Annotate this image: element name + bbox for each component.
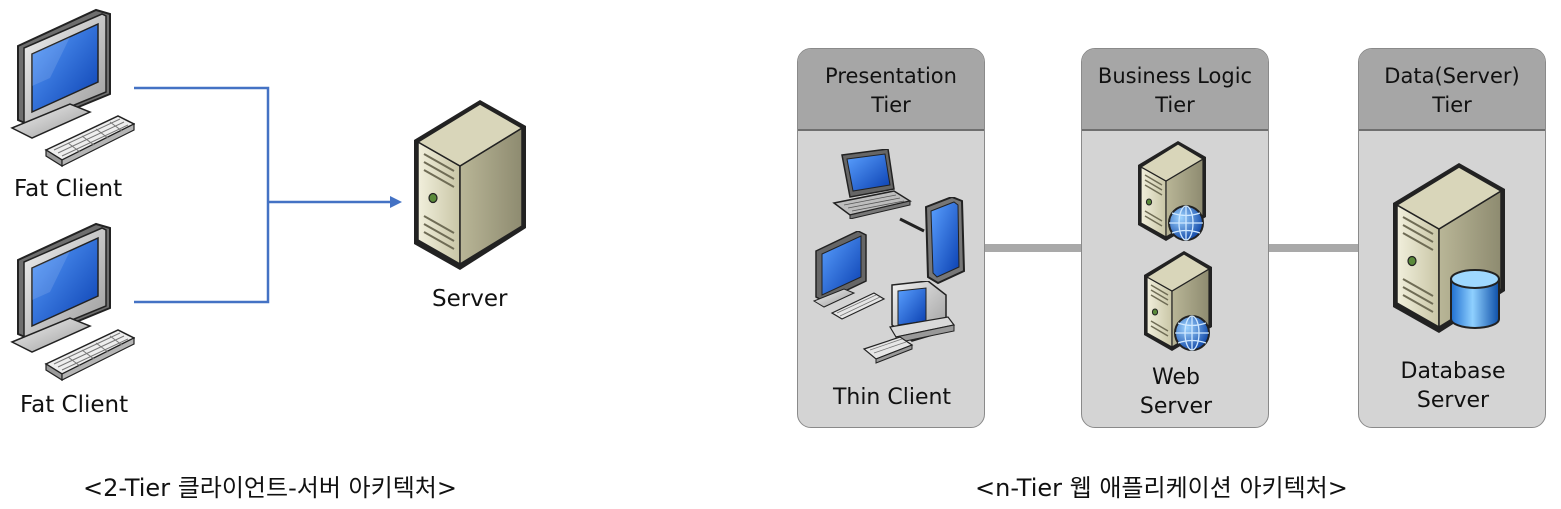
data-server-tier-panel: Data(Server) Tier Database Server — [1358, 48, 1546, 428]
server-tower-icon — [410, 98, 530, 273]
tier-title: Tier — [1155, 93, 1195, 117]
tier-header: Data(Server) Tier — [1359, 49, 1545, 131]
server-label: Server — [432, 286, 508, 312]
presentation-tier-panel: Presentation Tier Thin Client — [797, 48, 985, 428]
tier-title: Business Logic — [1097, 64, 1253, 88]
tier-content-label: Thin Client — [832, 385, 952, 410]
tier-title: Tier — [871, 93, 911, 117]
tier-link — [985, 244, 1083, 252]
tier-title: Presentation — [825, 64, 957, 88]
tier-link — [1269, 244, 1360, 252]
fat-client-label: Fat Client — [14, 176, 123, 202]
tablet-icon — [898, 197, 968, 287]
tier-title: Data(Server) — [1384, 64, 1520, 88]
tier-content-label: Database — [1400, 359, 1506, 384]
client-server-connector — [134, 86, 402, 304]
tier-content-label: Server — [1139, 394, 1213, 419]
tier-content-label: Server — [1416, 388, 1490, 413]
tier-title: Tier — [1432, 93, 1472, 117]
n-tier-caption: <n-Tier 웹 애플리케이션 아키텍처> — [975, 474, 1348, 502]
fat-client-label: Fat Client — [20, 392, 129, 418]
two-tier-caption: <2-Tier 클라이언트-서버 아키텍처> — [83, 474, 457, 502]
business-logic-tier-panel: Business Logic Tier Web Server — [1081, 48, 1269, 428]
database-server-icon — [1389, 161, 1514, 336]
tier-header: Presentation Tier — [798, 49, 984, 131]
web-server-icon — [1134, 139, 1214, 244]
tier-content-label: Web — [1152, 365, 1200, 390]
web-server-icon — [1140, 249, 1220, 354]
tier-header: Business Logic Tier — [1082, 49, 1268, 131]
workstation-icon — [862, 281, 957, 366]
